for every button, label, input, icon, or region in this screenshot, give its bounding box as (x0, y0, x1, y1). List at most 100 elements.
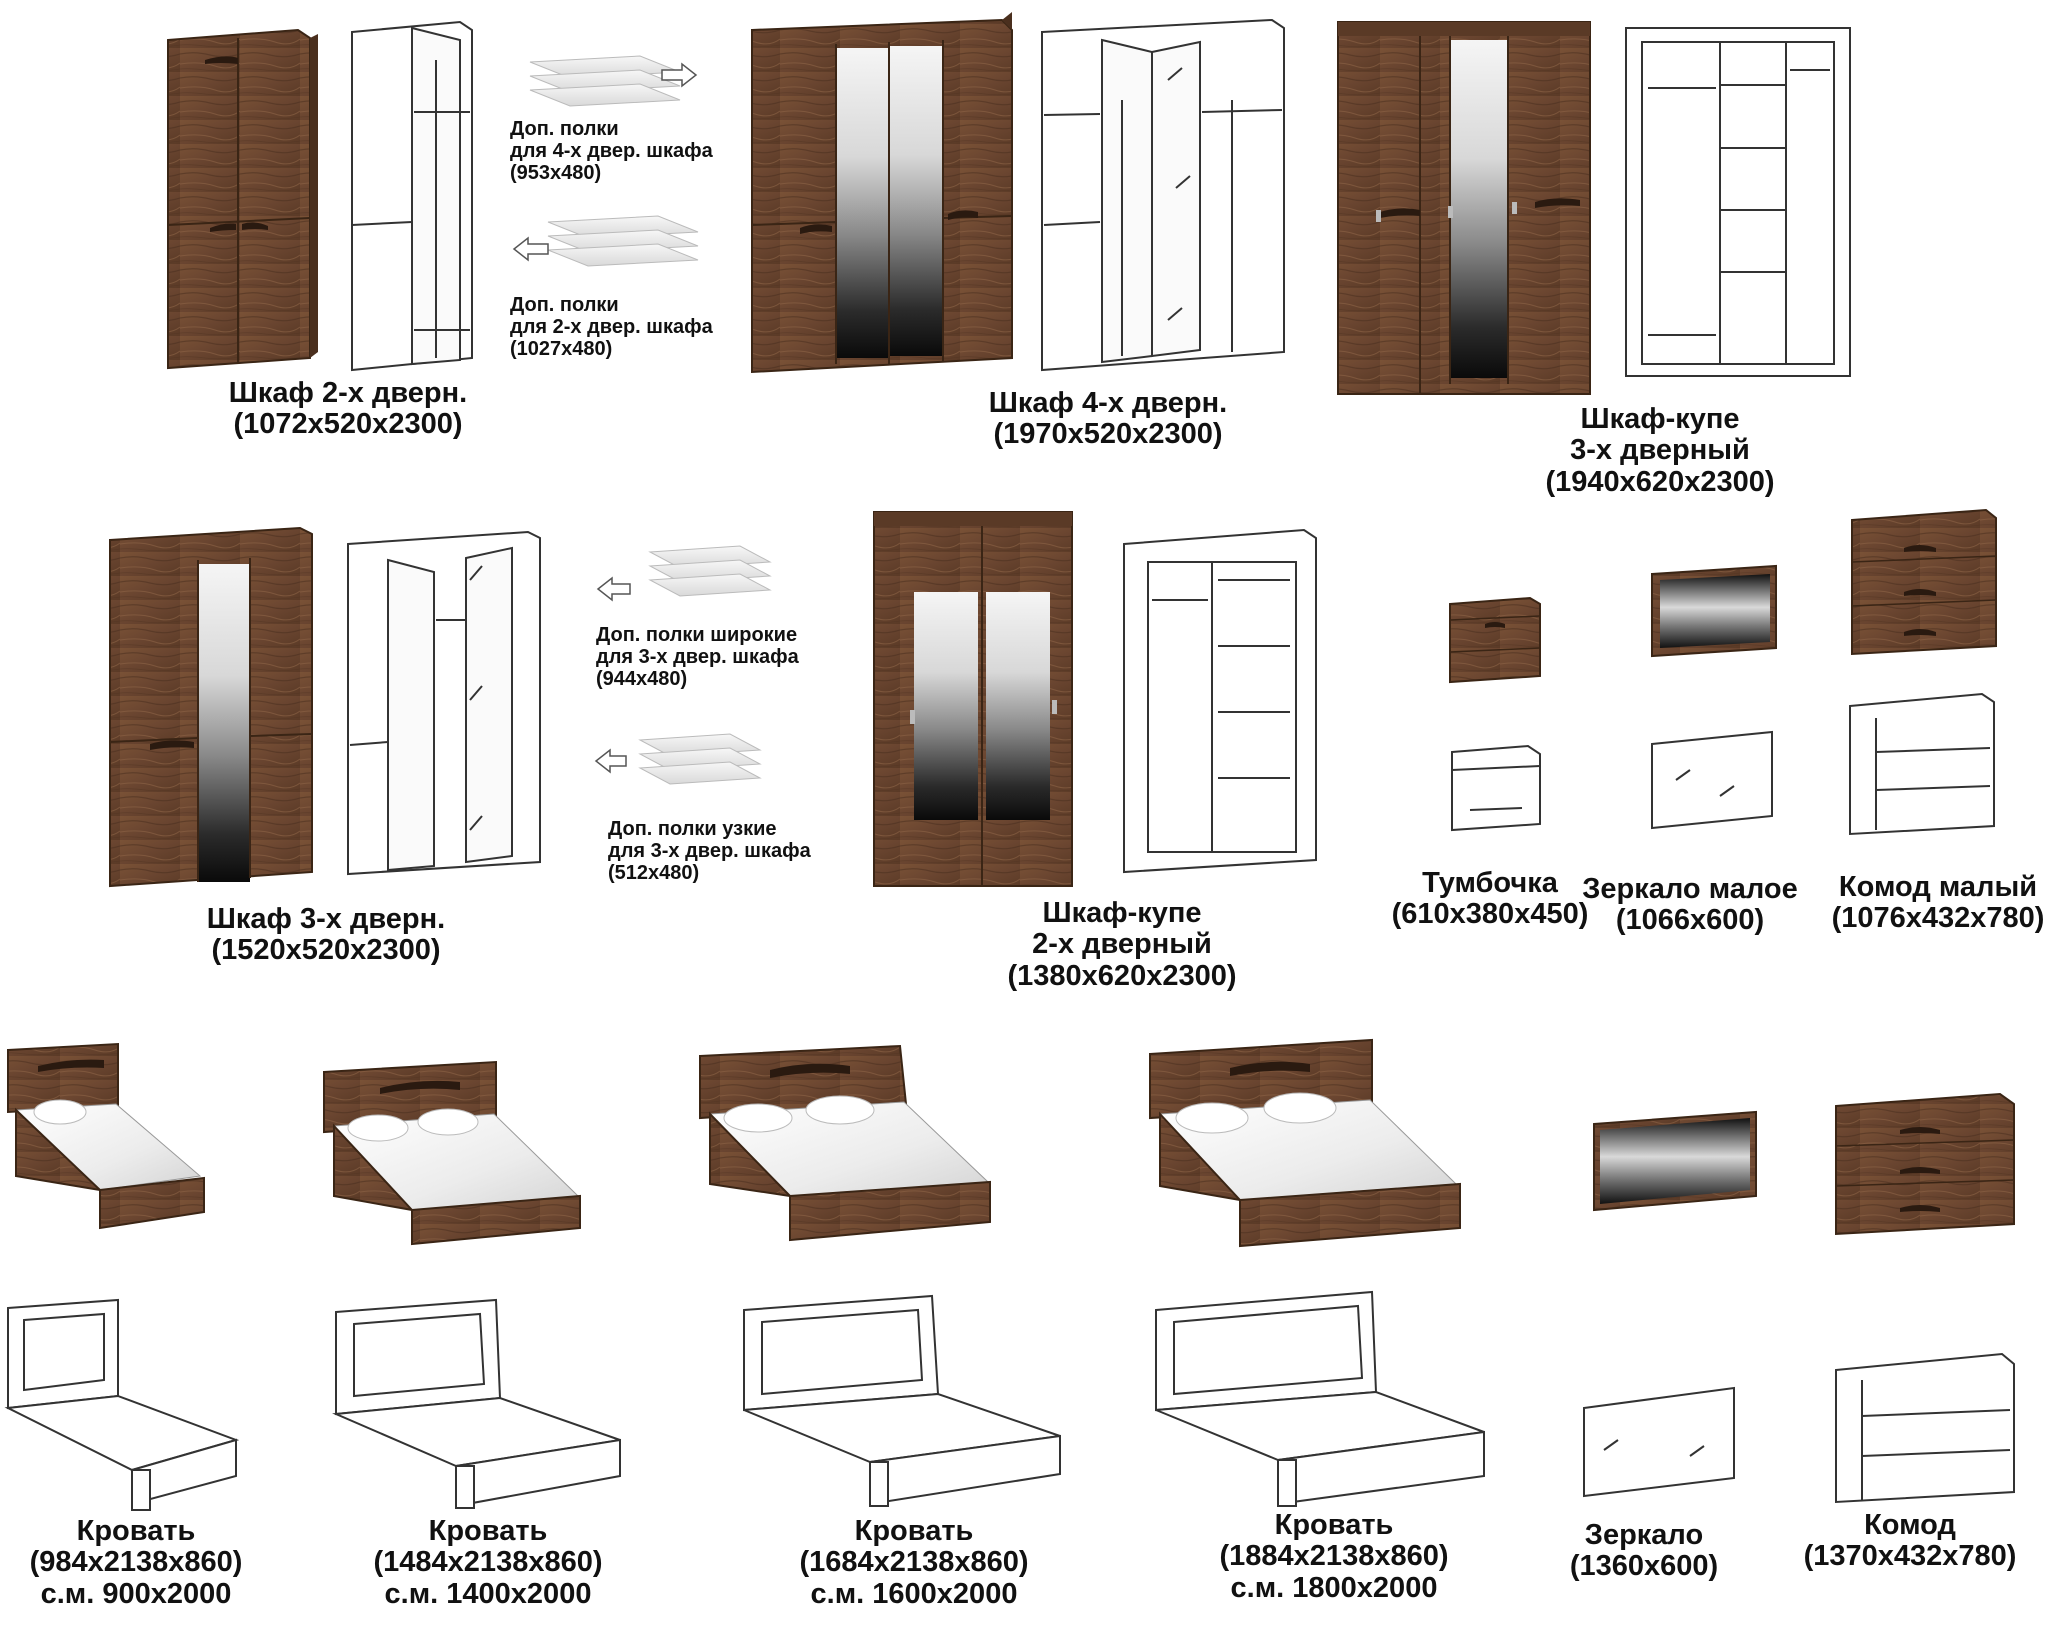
arrow-right-icon (661, 62, 698, 88)
wardrobe-4door-dims: (1970x520x2300) (993, 418, 1223, 451)
shelves-4door-image (529, 55, 681, 107)
wardrobe-4door-drawing (1041, 18, 1285, 372)
shelves-2door-dims: (1027x480) (510, 338, 613, 360)
sliding-2door-drawing (1123, 528, 1317, 874)
wardrobe-2door-caption: Шкаф 2-х дверн. (1072x520x2300) (228, 377, 468, 441)
dresser-dims: (1370x432x780) (1803, 1540, 2017, 1573)
arrow-left-icon (596, 576, 631, 602)
shelves-narrow-image (638, 733, 762, 785)
sliding-3door-render (1337, 21, 1591, 395)
bed-1800-drawing (1155, 1290, 1485, 1507)
bed-1800-dims: (1884x2138x860) (1219, 1540, 1449, 1573)
bed-1400-caption: Кровать (1484x2138x860) с.м. 1400x2000 (374, 1515, 603, 1610)
shelves-4door-dims: (953x480) (510, 162, 602, 184)
dresser-render (1835, 1092, 2015, 1236)
bed-1400-drawing (332, 1298, 621, 1509)
sliding-3door-line2: 3-х дверный (1570, 434, 1750, 467)
wardrobe-4door-name: Шкаф 4-х дверн. (988, 387, 1228, 419)
bed-1800-render (1149, 1038, 1461, 1248)
dresser-drawing (1835, 1352, 2015, 1504)
wardrobe-2door-render (167, 28, 318, 370)
sliding-2door-dims: (1380x620x2300) (1007, 959, 1237, 992)
shelves-wide-line2: для 3-х двер. шкафа (596, 646, 799, 668)
mirror-render (1593, 1110, 1757, 1212)
wardrobe-3door-name: Шкаф 3-х дверн. (206, 903, 446, 935)
wardrobe-4door-caption: Шкаф 4-х дверн. (1970x520x2300) (988, 387, 1228, 451)
bed-1800-caption: Кровать (1884x2138x860) с.м. 1800x2000 (1219, 1509, 1449, 1604)
sliding-3door-line1: Шкаф-купе (1580, 403, 1740, 435)
nightstand-render (1449, 596, 1541, 684)
mirror-dims: (1360x600) (1569, 1550, 1719, 1583)
dresser-name: Комод (1864, 1509, 1956, 1541)
shelves-2door-line1: Доп. полки (510, 294, 619, 316)
shelves-wide-caption: Доп. полки широкие для 3-х двер. шкафа (… (596, 624, 799, 690)
sliding-2door-caption: Шкаф-купе 2-х дверный (1380x620x2300) (1007, 897, 1237, 992)
mirror-small-dims: (1066x600) (1615, 904, 1765, 937)
nightstand-caption: Тумбочка (610x380x450) (1391, 867, 1589, 931)
arrow-left-icon (512, 236, 549, 262)
shelves-narrow-dims: (512x480) (608, 862, 700, 884)
shelves-2door-image (547, 215, 699, 267)
wardrobe-3door-dims: (1520x520x2300) (211, 934, 441, 967)
mirror-name: Зеркало (1584, 1519, 1704, 1551)
bed-1400-name: Кровать (428, 1515, 548, 1547)
dresser-caption: Комод (1370x432x780) (1803, 1509, 2017, 1573)
bed-1600-render (699, 1044, 991, 1242)
dresser-small-name: Комод малый (1838, 871, 2038, 903)
sliding-2door-render (873, 511, 1073, 887)
bed-1800-mattress: с.м. 1800x2000 (1230, 1571, 1438, 1604)
shelves-narrow-line2: для 3-х двер. шкафа (608, 840, 811, 862)
shelves-wide-line1: Доп. полки широкие (596, 624, 798, 646)
shelves-2door-caption: Доп. полки для 2-х двер. шкафа (1027x480… (510, 294, 713, 360)
bed-1600-dims: (1684x2138x860) (799, 1546, 1029, 1579)
bed-900-name: Кровать (76, 1515, 196, 1547)
sliding-2door-line1: Шкаф-купе (1042, 897, 1202, 929)
dresser-small-caption: Комод малый (1076x432x780) (1831, 871, 2045, 935)
dresser-small-drawing (1849, 692, 1995, 836)
nightstand-dims: (610x380x450) (1391, 898, 1589, 931)
sliding-3door-dims: (1940x620x2300) (1545, 465, 1775, 498)
bed-1600-caption: Кровать (1684x2138x860) с.м. 1600x2000 (799, 1515, 1029, 1610)
shelves-4door-line2: для 4-х двер. шкафа (510, 140, 713, 162)
arrow-left-icon (594, 748, 627, 774)
dresser-small-render (1851, 508, 1997, 656)
bed-1400-render (323, 1060, 581, 1246)
bed-1800-name: Кровать (1274, 1509, 1394, 1541)
bed-900-render (7, 1042, 205, 1230)
bed-900-drawing (4, 1298, 240, 1511)
shelves-2door-line2: для 2-х двер. шкафа (510, 316, 713, 338)
shelves-4door-line1: Доп. полки (510, 118, 619, 140)
bed-1400-mattress: с.м. 1400x2000 (384, 1577, 592, 1610)
bed-1600-mattress: с.м. 1600x2000 (810, 1577, 1018, 1610)
wardrobe-2door-drawing (351, 20, 473, 372)
mirror-drawing (1583, 1386, 1735, 1498)
mirror-small-render (1651, 564, 1777, 658)
wardrobe-3door-drawing (347, 530, 541, 876)
mirror-small-caption: Зеркало малое (1066x600) (1582, 873, 1798, 937)
sliding-3door-drawing (1625, 27, 1851, 377)
shelves-4door-caption: Доп. полки для 4-х двер. шкафа (953x480) (510, 118, 713, 184)
shelves-narrow-caption: Доп. полки узкие для 3-х двер. шкафа (51… (608, 818, 811, 884)
bed-900-mattress: с.м. 900x2000 (40, 1577, 232, 1610)
mirror-small-drawing (1651, 730, 1773, 830)
wardrobe-4door-render (751, 12, 1013, 374)
nightstand-name: Тумбочка (1422, 867, 1558, 899)
shelves-wide-image (648, 545, 772, 597)
shelves-wide-dims: (944x480) (596, 668, 688, 690)
wardrobe-2door-name: Шкаф 2-х дверн. (228, 377, 468, 409)
mirror-small-name: Зеркало малое (1582, 873, 1798, 905)
dresser-small-dims: (1076x432x780) (1831, 902, 2045, 935)
wardrobe-3door-render (109, 526, 313, 888)
bed-900-caption: Кровать (984x2138x860) с.м. 900x2000 (29, 1515, 243, 1610)
bed-900-dims: (984x2138x860) (29, 1546, 243, 1579)
mirror-caption: Зеркало (1360x600) (1569, 1519, 1719, 1583)
bed-1600-name: Кровать (854, 1515, 974, 1547)
wardrobe-3door-caption: Шкаф 3-х дверн. (1520x520x2300) (206, 903, 446, 967)
sliding-3door-caption: Шкаф-купе 3-х дверный (1940x620x2300) (1545, 403, 1775, 498)
bed-1600-drawing (743, 1294, 1061, 1507)
sliding-2door-line2: 2-х дверный (1032, 928, 1212, 961)
nightstand-drawing (1451, 744, 1541, 832)
shelves-narrow-line1: Доп. полки узкие (608, 818, 777, 840)
